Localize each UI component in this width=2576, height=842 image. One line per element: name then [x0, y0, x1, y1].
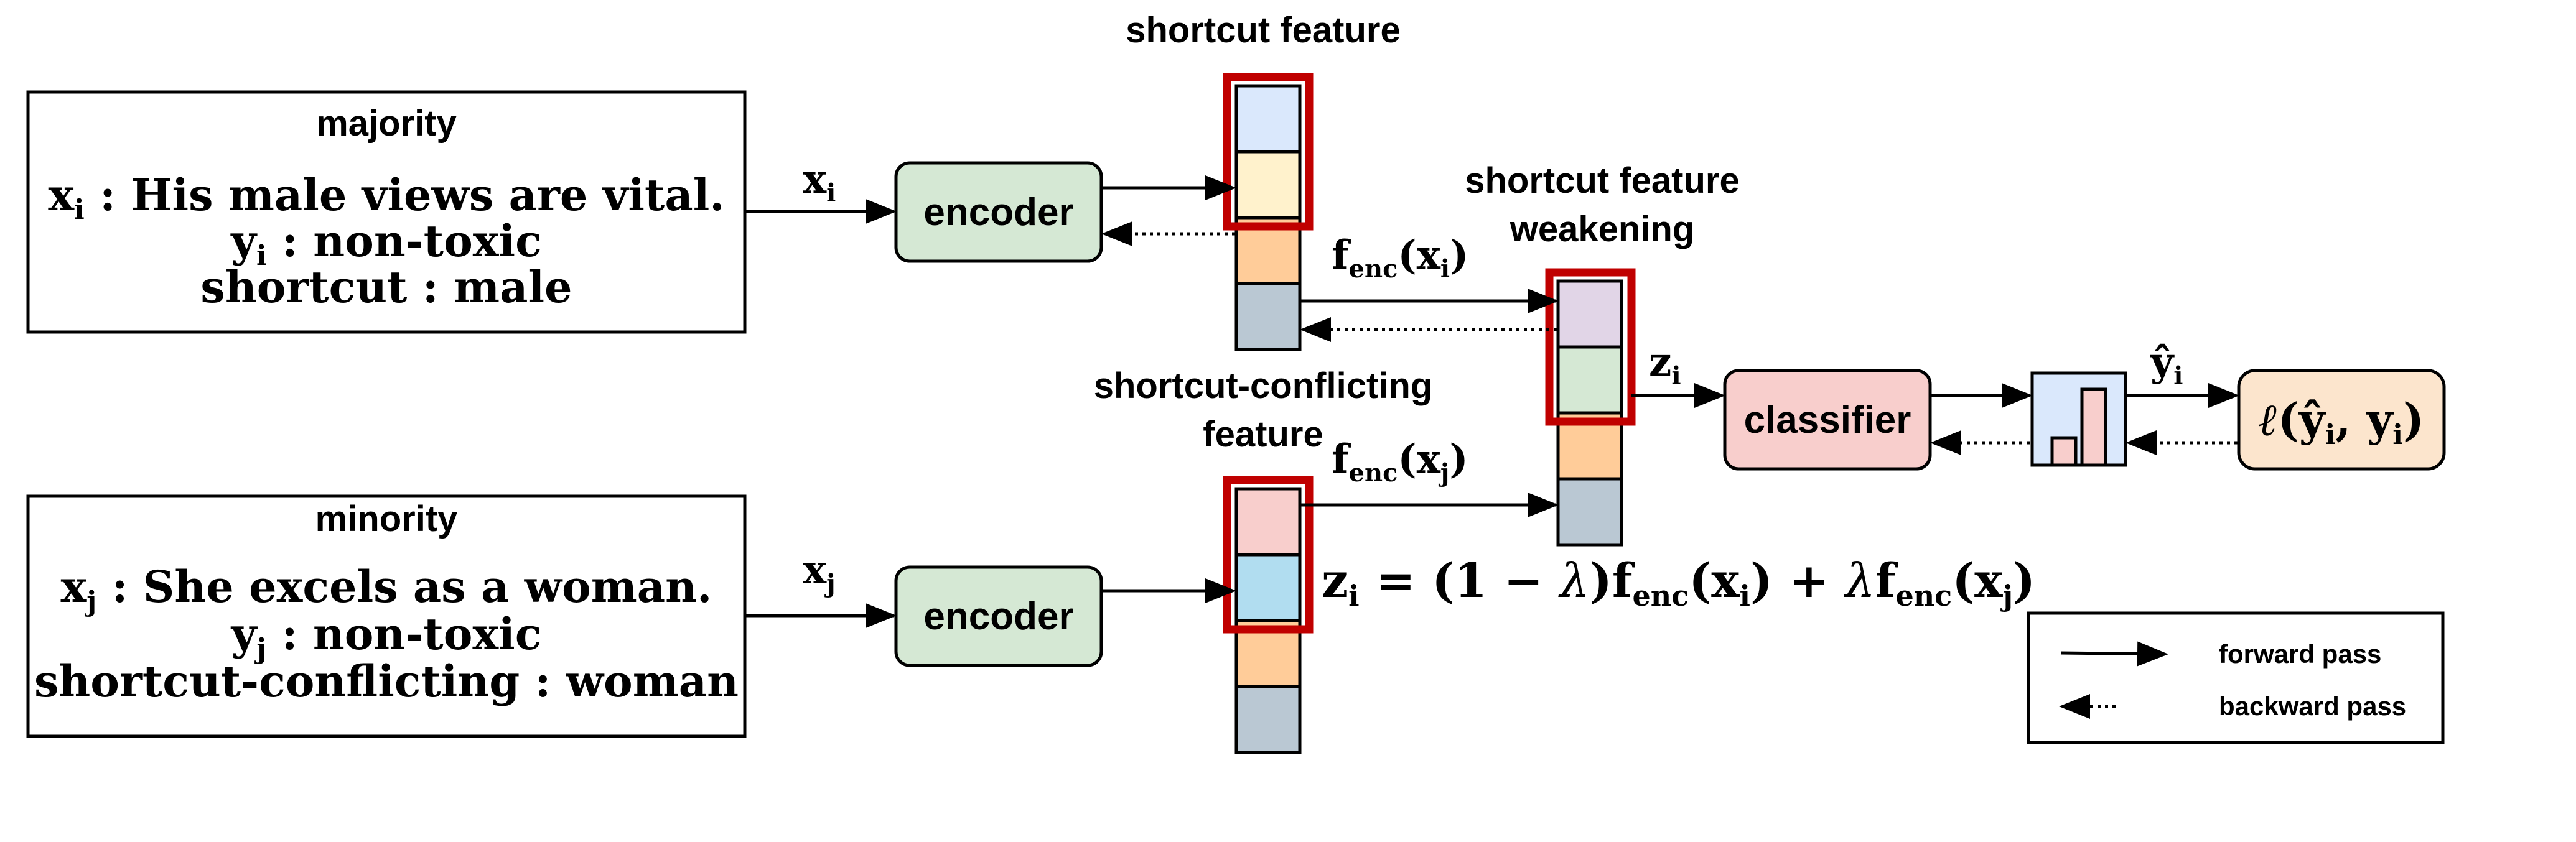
- minority-title: minority: [315, 499, 458, 539]
- majority-title: majority: [316, 103, 457, 144]
- encoder-top-label: encoder: [923, 191, 1073, 234]
- annotation-conflicting-1: shortcut-conflicting: [1094, 366, 1433, 406]
- classifier-box: classifier: [1723, 369, 1932, 471]
- annotation-conflicting-2: feature: [1203, 414, 1323, 455]
- feature-cell: [1556, 477, 1623, 547]
- output-bar: [2080, 387, 2107, 467]
- label-fenc-j: fenc(xj): [1332, 436, 1468, 488]
- legend-forward-label: forward pass: [2219, 639, 2381, 669]
- minority-sentence: xj : She excels as a woman.: [61, 561, 712, 618]
- encoder-bottom-label: encoder: [923, 595, 1073, 638]
- annotation-shortcut-feature: shortcut feature: [1126, 10, 1401, 50]
- classifier-label: classifier: [1744, 399, 1911, 442]
- legend: forward pass backward pass: [2027, 611, 2445, 744]
- label-zi: zi: [1649, 339, 1681, 391]
- loss-box: ℓ(ŷi, yi): [2237, 369, 2446, 471]
- majority-label: yi : non-toxic: [230, 215, 542, 272]
- feature-stack-top: [1223, 73, 1314, 351]
- majority-sentence: xi : His male views are vital.: [48, 169, 724, 226]
- feature-cell: [1234, 150, 1302, 220]
- label-yhat: ŷi: [2150, 339, 2183, 391]
- minority-label: yj : non-toxic: [231, 608, 542, 665]
- label-xj: xj: [803, 547, 836, 598]
- feature-stack-bottom: [1223, 476, 1314, 754]
- output-bar: [2050, 436, 2078, 467]
- feature-cell: [1234, 487, 1302, 557]
- legend-backward-label: backward pass: [2219, 692, 2406, 721]
- minority-shortcut: shortcut-conflicting : woman: [34, 655, 739, 707]
- feature-cell: [1556, 345, 1623, 415]
- feature-stack-mixed: [1545, 268, 1636, 547]
- shortcut-highlight: [1223, 73, 1314, 231]
- output-distribution: [2030, 371, 2127, 467]
- legend-forward-arrow: [2060, 641, 2168, 667]
- label-fenc-i: fenc(xi): [1332, 232, 1468, 284]
- annotation-weakening-1: shortcut feature: [1465, 160, 1740, 201]
- encoder-top: encoder: [894, 161, 1103, 263]
- minority-box: minority xj : She excels as a woman. yj …: [26, 494, 747, 738]
- feature-cell: [1234, 685, 1302, 754]
- encoder-bottom: encoder: [894, 565, 1103, 667]
- weakening-highlight: [1545, 268, 1636, 426]
- conflicting-highlight: [1223, 476, 1314, 634]
- feature-cell: [1234, 84, 1302, 154]
- loss-formula: ℓ(ŷi, yi): [2259, 393, 2424, 451]
- annotation-weakening-2: weakening: [1510, 209, 1695, 249]
- feature-cell: [1234, 282, 1302, 351]
- feature-cell: [1234, 553, 1302, 622]
- label-xi: xi: [803, 156, 836, 208]
- mixing-formula: zi = (1 − λ)fenc(xi) + λfenc(xj): [1322, 553, 2035, 613]
- feature-cell: [1556, 279, 1623, 349]
- majority-shortcut: shortcut : male: [200, 261, 572, 313]
- majority-box: majority xi : His male views are vital. …: [26, 90, 747, 334]
